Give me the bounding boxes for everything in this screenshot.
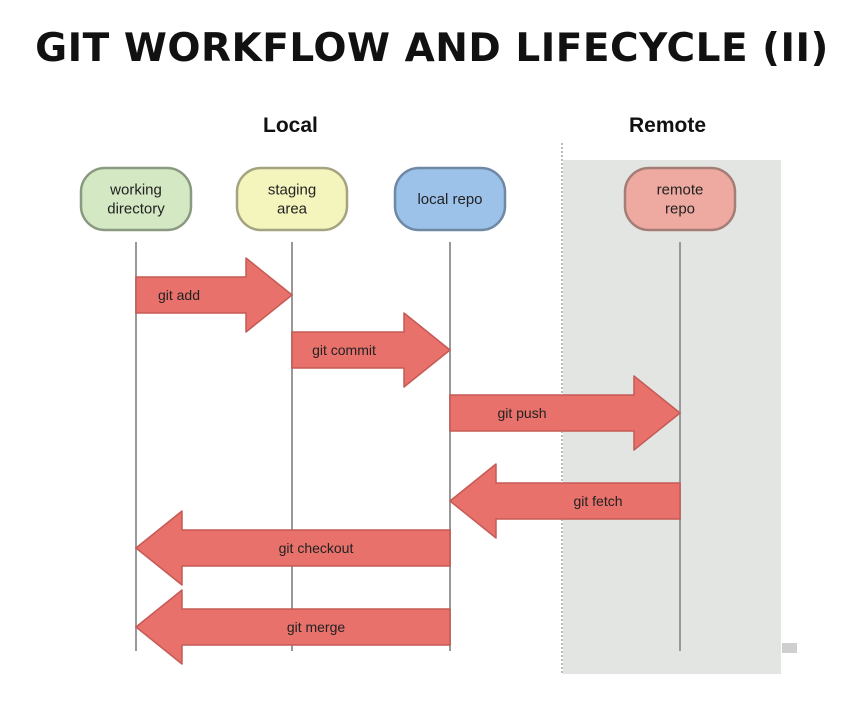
arrow-shape (135, 257, 293, 333)
arrow-git-push: git push (449, 375, 681, 451)
arrow-git-fetch: git fetch (449, 463, 681, 539)
arrow-label: git add (158, 287, 200, 303)
arrow-shape (291, 312, 451, 388)
node-staging: staging area (235, 166, 349, 232)
arrow-shape (135, 510, 451, 586)
slide-marker (782, 643, 797, 653)
node-label: repo (665, 201, 695, 218)
node-box (623, 166, 737, 232)
arrow-label: git fetch (573, 493, 622, 509)
node-label: area (277, 201, 308, 218)
arrow-git-merge: git merge (135, 589, 451, 665)
node-label: local repo (417, 191, 482, 208)
node-local: local repo (393, 166, 507, 232)
arrow-git-add: git add (135, 257, 293, 333)
node-working: working directory (79, 166, 193, 232)
arrow-git-commit: git commit (291, 312, 451, 388)
node-box (79, 166, 193, 232)
arrow-git-checkout: git checkout (135, 510, 451, 586)
node-box (393, 166, 507, 232)
node-label: staging (268, 182, 316, 199)
local-section-label: Local (263, 114, 318, 137)
node-label: directory (107, 201, 165, 218)
node-label: working (109, 182, 162, 199)
arrow-shape (449, 375, 681, 451)
node-remote: remote repo (623, 166, 737, 232)
page-title: GIT WORKFLOW AND LIFECYCLE (II) (35, 26, 829, 71)
arrow-label: git push (497, 405, 546, 421)
arrow-shape (449, 463, 681, 539)
arrow-shape (135, 589, 451, 665)
arrow-label: git merge (287, 619, 346, 635)
node-box (235, 166, 349, 232)
remote-section-label: Remote (629, 114, 707, 137)
node-label: remote (657, 182, 704, 199)
arrow-label: git checkout (279, 540, 354, 556)
arrow-label: git commit (312, 342, 376, 358)
